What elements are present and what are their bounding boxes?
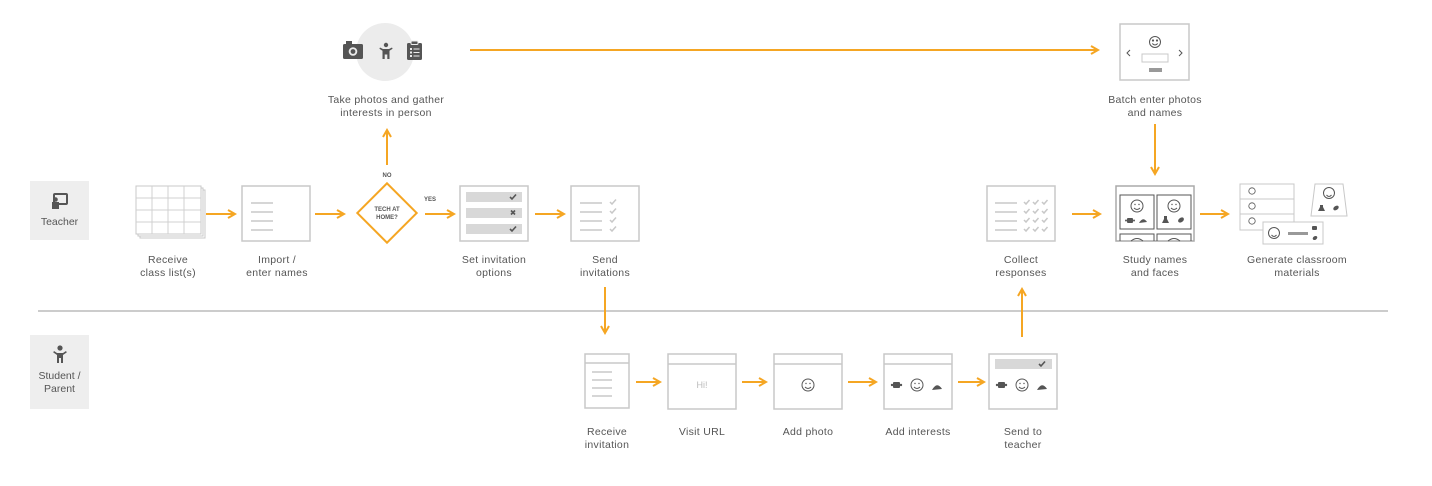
role-teacher: Teacher: [30, 181, 89, 240]
role-teacher-label: Teacher: [40, 216, 79, 228]
visit-url-node: Hi!: [667, 353, 737, 410]
receive-invite-node: [584, 353, 630, 409]
decision-tech-at-home: TECH AT HOME? NO YES: [355, 173, 436, 245]
role-student-parent: Student / Parent: [30, 335, 89, 409]
label-add-photo: Add photo: [782, 426, 834, 438]
label-visit-url: Visit URL: [678, 426, 726, 438]
role-student-label-2: Parent: [44, 383, 75, 395]
send-invites-node: [570, 185, 640, 242]
decision-yes-label: YES: [424, 197, 436, 203]
x-icon: [510, 209, 516, 216]
svg-text:HOME?: HOME?: [376, 215, 398, 221]
smiley-icon: [1149, 36, 1161, 48]
check-icon: [509, 225, 517, 233]
hi-text: Hi!: [697, 380, 708, 390]
add-interests-node: [883, 353, 953, 410]
import-node: [241, 185, 311, 242]
study-node: [1115, 185, 1195, 242]
take-photos-node: [343, 23, 422, 81]
camera-icon: [343, 41, 363, 59]
role-student-label-1: Student /: [38, 370, 81, 382]
svg-text:TECH AT: TECH AT: [374, 207, 400, 213]
add-photo-node: [773, 353, 843, 410]
label-add-interests: Add interests: [885, 426, 951, 438]
class-list-node: [135, 185, 206, 239]
label-import: Import /enter names: [246, 254, 308, 279]
teacher-board-icon: [51, 193, 68, 209]
decision-no-label: NO: [383, 173, 392, 179]
flow-arrows: [206, 50, 1228, 382]
clipboard-icon: [407, 40, 422, 60]
check-icon: [509, 193, 517, 201]
student-small-icon: [379, 42, 393, 59]
generate-node: [1239, 183, 1348, 245]
student-icon: [52, 345, 67, 363]
send-teacher-node: [988, 353, 1058, 410]
batch-enter-node: [1119, 23, 1190, 81]
collect-node: [986, 185, 1056, 242]
options-node: [459, 185, 529, 242]
